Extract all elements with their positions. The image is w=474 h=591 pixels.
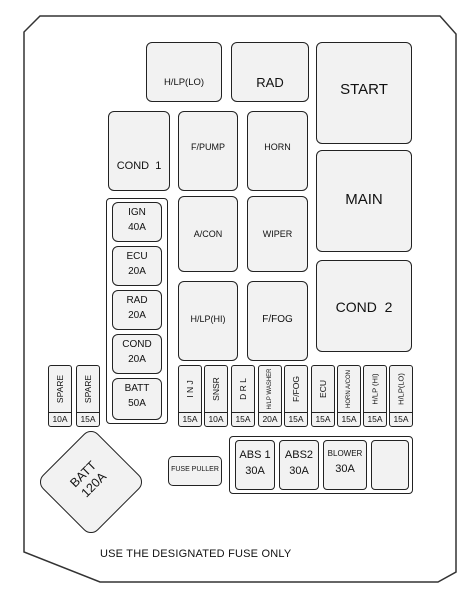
relay-main: MAIN (316, 150, 412, 252)
mini-fuse-amp: 20A (259, 412, 281, 426)
mini-fuse-snsr: SNSR 10A (204, 365, 228, 427)
fuse-puller: FUSE PULLER (168, 456, 222, 486)
relay-horn: HORN (247, 111, 308, 191)
fusible-link-amp: 20A (128, 309, 146, 321)
fuse-abs2: ABS2 30A (279, 440, 319, 490)
mini-fuse-amp: 10A (49, 412, 71, 426)
relay-fpump: F/PUMP (178, 111, 238, 191)
relay-wiper: WIPER (247, 196, 308, 272)
relay-hlp-hi-label: H/LP(HI) (190, 314, 226, 324)
relay-cond1: COND 1 (108, 111, 170, 191)
mini-fuse-amp: 15A (338, 412, 360, 426)
mini-fuse-amp: 15A (232, 412, 254, 426)
fusible-link-amp: 20A (128, 353, 146, 365)
fusible-link-name: ECU (126, 251, 148, 262)
mini-fuse-name: H/LP(LO) (396, 373, 406, 405)
fuse-empty-slot (371, 440, 409, 490)
fusible-link-name: RAD (126, 295, 148, 306)
mini-fuse-name: SPARE (55, 374, 65, 404)
cartridge-fuse-name: BLOWER (327, 449, 363, 458)
relay-fpump-label: F/PUMP (190, 142, 225, 152)
fuse-abs1: ABS 1 30A (235, 440, 275, 490)
cartridge-fuse-amp: 30A (289, 464, 309, 477)
mini-fuse-amp: 15A (390, 412, 412, 426)
fusible-link-name: BATT (124, 383, 150, 394)
mini-fuse-spare-10a: SPARE 10A (48, 365, 72, 427)
relay-hlp-hi: H/LP(HI) (178, 281, 238, 361)
mini-fuse-ecu: ECU 15A (311, 365, 335, 427)
fusible-link-amp: 50A (128, 397, 146, 409)
fuse-blower: BLOWER 30A (323, 440, 367, 490)
relay-cond2: COND 2 (316, 260, 412, 352)
mini-fuse-amp: 15A (312, 412, 334, 426)
fusible-link-ecu: ECU 20A (112, 246, 162, 286)
mini-fuse-name: HORN A/CON (346, 369, 352, 409)
mini-fuse-ffog: F/FOG 15A (284, 365, 308, 427)
mini-fuse-horn-acon: HORN A/CON 15A (337, 365, 361, 427)
cartridge-fuse-amp: 30A (335, 463, 355, 476)
mini-fuse-amp: 15A (364, 412, 386, 426)
relay-main-label: MAIN (345, 191, 383, 208)
mini-fuse-name: F/FOG (291, 376, 301, 402)
fusible-link-batt: BATT 50A (112, 378, 162, 420)
relay-rad-label: RAD (256, 75, 284, 90)
footer-note: USE THE DESIGNATED FUSE ONLY (100, 548, 292, 560)
mini-fuse-spare-15a: SPARE 15A (76, 365, 100, 427)
relay-wiper-label: WIPER (262, 229, 293, 239)
cartridge-fuse-amp: 30A (245, 464, 265, 477)
fuse-puller-label: FUSE PULLER (171, 466, 219, 473)
mini-fuse-inj: I N J 15A (178, 365, 202, 427)
mini-fuse-amp: 15A (179, 412, 201, 426)
relay-cond2-label: COND 2 (335, 299, 393, 315)
mini-fuse-amp: 15A (77, 412, 99, 426)
relay-rad: RAD (231, 42, 309, 102)
mini-fuse-name: H/LP WASHER (267, 368, 273, 410)
mini-fuse-amp: 10A (205, 412, 227, 426)
relay-hlp-lo: H/LP(LO) (146, 42, 222, 102)
fusible-link-name: IGN (128, 207, 146, 218)
mini-fuse-name: I N J (185, 380, 195, 398)
cartridge-fuse-name: ABS2 (284, 449, 314, 461)
relay-cond1-label: COND 1 (116, 160, 162, 172)
mini-fuse-hlp-lo: H/LP(LO) 15A (389, 365, 413, 427)
fusible-link-ign: IGN 40A (112, 202, 162, 242)
relay-start: START (316, 42, 412, 144)
fusible-link-name: COND (122, 339, 152, 350)
mini-fuse-name: SPARE (83, 374, 93, 404)
cartridge-fuse-name: ABS 1 (239, 449, 271, 461)
fusible-link-amp: 20A (128, 265, 146, 277)
fusible-link-amp: 40A (128, 221, 146, 233)
relay-ffog-label: F/FOG (262, 314, 293, 325)
mini-fuse-drl: D R L 15A (231, 365, 255, 427)
relay-horn-label: HORN (264, 142, 291, 152)
mini-fuse-hlp-washer: H/LP WASHER 20A (258, 365, 282, 427)
mini-fuse-name: ECU (318, 380, 328, 398)
mini-fuse-amp: 15A (285, 412, 307, 426)
mini-fuse-hlp-hi: H/LP (HI) 15A (363, 365, 387, 427)
relay-acon-label: A/CON (193, 229, 223, 239)
relay-acon: A/CON (178, 196, 238, 272)
relay-hlp-lo-label: H/LP(LO) (163, 77, 205, 88)
relay-start-label: START (340, 81, 388, 98)
mini-fuse-name: D R L (238, 378, 248, 400)
mini-fuse-name: SNSR (211, 377, 221, 401)
fusible-link-cond: COND 20A (112, 334, 162, 374)
mini-fuse-name: H/LP (HI) (370, 373, 380, 405)
relay-ffog: F/FOG (247, 281, 308, 361)
fusible-link-rad: RAD 20A (112, 290, 162, 330)
